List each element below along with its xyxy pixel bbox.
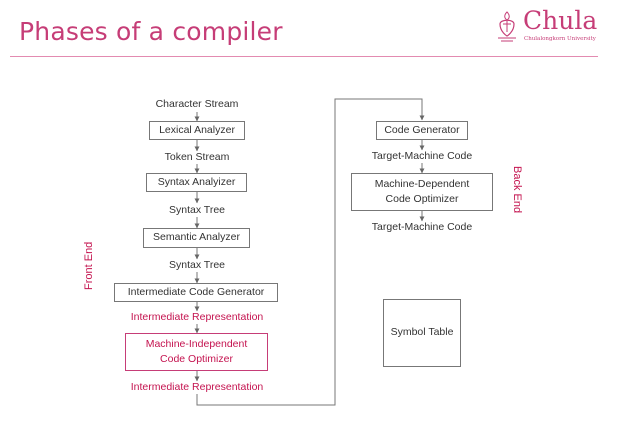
- semantic-analyzer-box: Semantic Analyzer: [143, 228, 250, 248]
- intermediate-representation-label-1: Intermediate Representation: [130, 311, 264, 323]
- syntax-analyzer-box: Syntax Analyizer: [146, 173, 247, 192]
- chula-crest-icon: [498, 11, 516, 42]
- syntax-tree-label-2: Syntax Tree: [168, 259, 226, 271]
- syntax-tree-label-1: Syntax Tree: [168, 204, 226, 216]
- character-stream-label: Character Stream: [155, 98, 239, 110]
- front-end-label: Front End: [83, 241, 95, 290]
- logo-wordmark: Chula: [523, 6, 598, 35]
- title-divider: [10, 56, 598, 57]
- arrow-frontend-to-backend: [196, 98, 425, 406]
- back-end-label: Back End: [511, 166, 523, 214]
- intermediate-representation-label-2: Intermediate Representation: [130, 381, 264, 393]
- mdo-line-1: Machine-Dependent: [374, 177, 470, 190]
- lexical-analyzer-box: Lexical Analyzer: [149, 121, 245, 140]
- mdo-line-2: Code Optimizer: [385, 193, 459, 205]
- machine-independent-optimizer-box: Machine-Independent Code Optimizer: [125, 333, 268, 371]
- logo-subtext: Chulalongkorn University: [524, 36, 596, 42]
- chula-logo: Chula Chulalongkorn University: [495, 6, 605, 46]
- mio-line-2: Code Optimizer: [160, 353, 233, 365]
- intermediate-code-generator-box: Intermediate Code Generator: [114, 283, 278, 302]
- target-machine-code-label-1: Target-Machine Code: [371, 150, 473, 162]
- machine-dependent-optimizer-box: Machine-Dependent Code Optimizer: [351, 173, 493, 211]
- slide-title: Phases of a compiler: [19, 17, 283, 46]
- code-generator-box: Code Generator: [376, 121, 468, 140]
- mio-line-1: Machine-Independent: [145, 337, 248, 350]
- symbol-table-box: Symbol Table: [383, 299, 461, 367]
- token-stream-label: Token Stream: [164, 151, 230, 163]
- target-machine-code-label-2: Target-Machine Code: [371, 221, 473, 233]
